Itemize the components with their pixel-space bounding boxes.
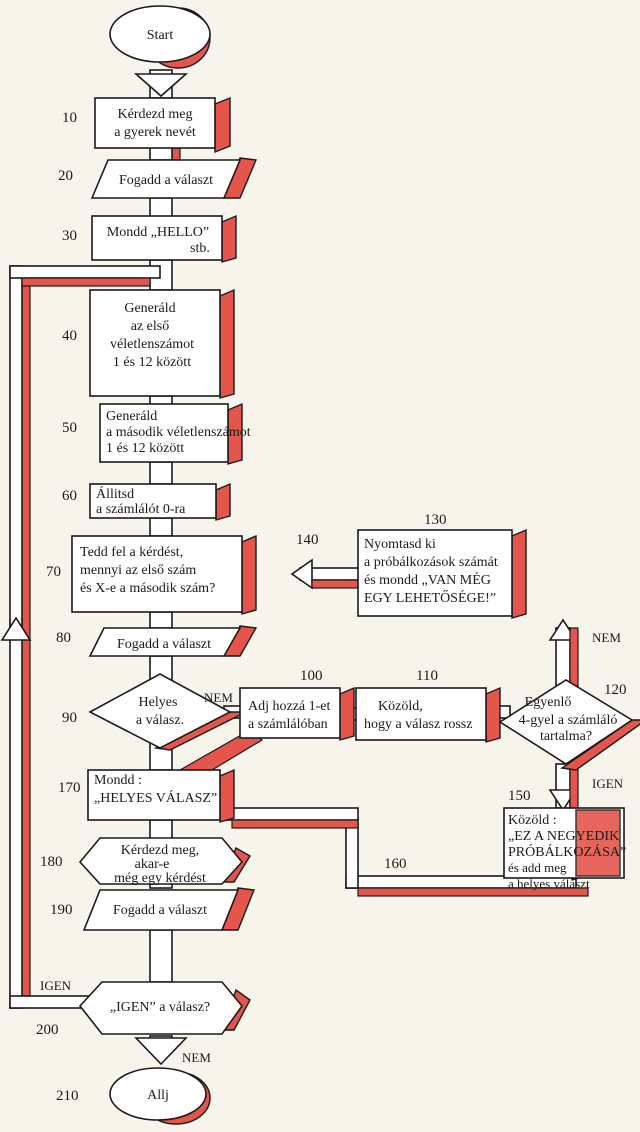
nem-label-200: NEM [182, 1050, 211, 1065]
svg-text:Fogadd a választ: Fogadd a választ [113, 903, 207, 918]
svg-text:Mondd „HELLO”: Mondd „HELLO” [107, 225, 209, 240]
svg-text:100: 100 [300, 668, 323, 684]
svg-text:Közöld,: Közöld, [378, 699, 423, 714]
step-80-input: 80 Fogadd a választ [56, 625, 258, 657]
step-60: 60 Állitsd a számlálót 0-ra [62, 482, 231, 521]
svg-text:véletlenszámot: véletlenszámot [110, 337, 194, 352]
decision-200: 200 „IGEN” a válasz? IGEN NEM [36, 978, 251, 1065]
loop-arrow-up [0, 616, 32, 641]
svg-text:110: 110 [416, 668, 438, 684]
step-10-number: 10 [62, 110, 77, 126]
svg-text:1 és 12 között: 1 és 12 között [106, 441, 184, 456]
svg-text:Közöld :: Közöld : [508, 813, 557, 828]
end-arrow [134, 1037, 188, 1066]
svg-text:Tedd fel a kérdést,: Tedd fel a kérdést, [80, 545, 183, 560]
step-160-number: 160 [384, 856, 407, 872]
svg-text:Kérdezd meg,: Kérdezd meg, [121, 843, 200, 858]
svg-text:és X-e a második szám?: és X-e a második szám? [80, 581, 215, 596]
svg-text:180: 180 [40, 854, 63, 870]
svg-text:200: 200 [36, 1022, 59, 1038]
svg-text:a válasz.: a válasz. [136, 713, 184, 728]
svg-text:a próbálkozások számát: a próbálkozások számát [364, 555, 498, 570]
svg-text:Fogadd a választ: Fogadd a választ [117, 637, 211, 652]
svg-text:Nyomtasd ki: Nyomtasd ki [364, 537, 436, 552]
svg-text:Állitsd: Állitsd [96, 485, 134, 502]
svg-text:és add meg: és add meg [508, 860, 567, 875]
svg-text:a számlálóban: a számlálóban [248, 717, 328, 732]
svg-text:60: 60 [62, 488, 77, 504]
svg-text:hogy a válasz rossz: hogy a válasz rossz [364, 717, 472, 732]
svg-text:20: 20 [58, 168, 73, 184]
step-190-input: 190 Fogadd a választ [50, 887, 255, 931]
svg-text:Helyes: Helyes [139, 695, 178, 710]
svg-text:70: 70 [46, 564, 61, 580]
svg-text:és mondd „VAN MÉG: és mondd „VAN MÉG [364, 571, 491, 588]
igen-label-200: IGEN [40, 978, 72, 993]
step-100: 100 Adj hozzá 1-et a számlálóban [239, 668, 355, 741]
svg-text:Mondd :: Mondd : [94, 773, 142, 788]
svg-text:40: 40 [62, 328, 77, 344]
start-label: Start [147, 28, 174, 43]
svg-text:„IGEN” a válasz?: „IGEN” a válasz? [110, 1000, 210, 1015]
step-20-input: 20 Fogadd a választ [58, 157, 258, 199]
svg-text:stb.: stb. [190, 241, 210, 256]
step-170: 170 Mondd : „HELYES VÁLASZ” [58, 768, 235, 823]
end-label: Allj [147, 1088, 169, 1103]
svg-text:a gyerek nevét: a gyerek nevét [114, 125, 196, 140]
svg-text:170: 170 [58, 780, 81, 796]
svg-text:akar-e: akar-e [135, 857, 170, 872]
svg-text:190: 190 [50, 902, 73, 918]
svg-text:1 és 12 között: 1 és 12 között [113, 355, 191, 370]
start-terminal: Start [109, 5, 211, 69]
nem-label-90: NEM [204, 690, 233, 705]
svg-text:30: 30 [62, 228, 77, 244]
svg-text:130: 130 [424, 512, 447, 528]
svg-text:Generáld: Generáld [106, 409, 157, 424]
svg-text:Egyenlő: Egyenlő [525, 695, 572, 710]
svg-text:a második véletlenszámot: a második véletlenszámot [106, 425, 251, 440]
svg-text:a számlálót 0-ra: a számlálót 0-ra [96, 502, 186, 517]
svg-text:EGY LEHETŐSÉGE!”: EGY LEHETŐSÉGE!” [364, 589, 496, 606]
svg-text:50: 50 [62, 420, 77, 436]
svg-text:„HELYES VÁLASZ”: „HELYES VÁLASZ” [94, 789, 217, 806]
nem-label-120: NEM [592, 630, 621, 645]
start-arrow [133, 73, 189, 98]
step-130: 130 Nyomtasd ki a próbálkozások számát é… [357, 512, 527, 619]
step-140-number: 140 [296, 532, 319, 548]
svg-text:PRÓBÁLKOZÁSA”: PRÓBÁLKOZÁSA” [508, 843, 626, 860]
svg-text:Adj hozzá 1-et: Adj hozzá 1-et [248, 699, 331, 714]
svg-text:tartalma?: tartalma? [540, 729, 592, 744]
svg-text:4-gyel a számláló: 4-gyel a számláló [519, 713, 618, 728]
decision-90: 90 Helyes a válasz. NEM [62, 673, 247, 751]
svg-text:210: 210 [56, 1088, 79, 1104]
step-150: 150 Közöld : „EZ A NEGYEDIK PRÓBÁLKOZÁSA… [503, 788, 626, 891]
step-50: 50 Generáld a második véletlenszámot 1 é… [62, 402, 251, 465]
svg-text:150: 150 [508, 788, 531, 804]
svg-text:Kérdezd meg: Kérdezd meg [117, 107, 192, 122]
igen-label-120: IGEN [592, 776, 624, 791]
svg-text:Fogadd a választ: Fogadd a választ [119, 173, 213, 188]
svg-text:Generáld: Generáld [124, 301, 175, 316]
svg-text:még egy kérdést: még egy kérdést [114, 871, 206, 886]
step-110: 110 Közöld, hogy a válasz rossz [355, 668, 501, 743]
end-terminal: 210 Allj [56, 1067, 211, 1125]
svg-text:a helyes választ: a helyes választ [508, 876, 590, 891]
svg-text:80: 80 [56, 630, 71, 646]
step-30: 30 Mondd „HELLO” stb. [62, 214, 237, 263]
svg-text:az első: az első [131, 319, 169, 334]
svg-text:120: 120 [604, 682, 627, 698]
decision-120: 120 Egyenlő 4-gyel a számláló tartalma? … [498, 630, 640, 791]
step-40: 40 Generáld az első véletlenszámot 1 és … [62, 288, 235, 399]
svg-text:90: 90 [62, 710, 77, 726]
step-70: 70 Tedd fel a kérdést, mennyi az első sz… [46, 534, 257, 615]
step-180: 180 Kérdezd meg, akar-e még egy kérdést [40, 837, 251, 886]
svg-text:„EZ A NEGYEDIK: „EZ A NEGYEDIK [508, 829, 619, 844]
step-10: 10 Kérdezd meg a gyerek nevét [62, 96, 231, 154]
svg-text:mennyi az első szám: mennyi az első szám [80, 563, 196, 578]
